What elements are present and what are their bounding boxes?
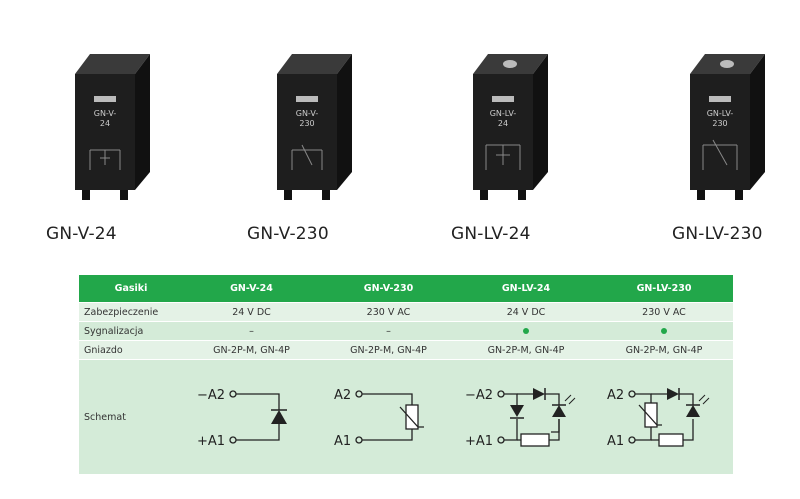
column-header: GN-LV-230 <box>595 275 733 303</box>
module-face-line-1: GN-V- <box>94 109 117 118</box>
module-face-line-1: GN-LV- <box>707 109 734 118</box>
table-cell: GN-2P-M, GN-4P <box>320 340 457 360</box>
terminal-label-top: A2 <box>607 388 624 403</box>
schematic-cell: A2 A1 <box>320 359 457 474</box>
table-cell: 230 V AC <box>320 302 457 322</box>
column-header: GN-V-24 <box>183 275 320 303</box>
table-cell <box>595 321 733 341</box>
table-row-schematic: Schemat −A2 +A1 A2 A1 <box>79 359 733 474</box>
row-label: Zabezpieczenie <box>79 302 183 322</box>
table-cell <box>457 321 595 341</box>
terminal-label-top: −A2 <box>465 388 493 403</box>
column-header: GN-V-230 <box>320 275 457 303</box>
product-name-gn-lv-230: GN-LV-230 <box>672 224 763 244</box>
led-window-icon <box>503 60 517 68</box>
terminal-label-bottom: A1 <box>334 434 351 449</box>
signal-dot-icon <box>523 327 529 334</box>
column-header: Gasiki <box>79 275 183 303</box>
schematic-cell: −A2 +A1 <box>457 359 595 474</box>
table-row: Zabezpieczenie 24 V DC 230 V AC 24 V DC … <box>79 302 733 322</box>
spec-table: Gasiki GN-V-24 GN-V-230 GN-LV-24 GN-LV-2… <box>79 275 733 474</box>
table-cell: – <box>320 321 457 341</box>
terminal-label-top: A2 <box>334 388 351 403</box>
schematic-cell: −A2 +A1 <box>183 359 320 474</box>
table-cell: 230 V AC <box>595 302 733 322</box>
table-cell: 24 V DC <box>183 302 320 322</box>
module-face-line-2: 24 <box>498 119 508 128</box>
table-cell: GN-2P-M, GN-4P <box>457 340 595 360</box>
product-image-gn-lv-230: GN-LV- 230 <box>635 40 800 200</box>
terminal-label-top: −A2 <box>197 388 225 403</box>
product-name-gn-v-230: GN-V-230 <box>247 224 329 244</box>
row-label: Gniazdo <box>79 340 183 360</box>
module-face-line-1: GN-V- <box>296 109 319 118</box>
product-image-gn-lv-24: GN-LV- 24 <box>418 40 598 200</box>
column-header: GN-LV-24 <box>457 275 595 303</box>
terminal-label-bottom: +A1 <box>197 434 225 449</box>
table-cell: – <box>183 321 320 341</box>
schematic-varistor-led-icon: A2 A1 <box>607 388 710 449</box>
module-face-line-2: 230 <box>299 119 314 128</box>
module-face-line-2: 24 <box>100 119 110 128</box>
product-name-gn-lv-24: GN-LV-24 <box>451 224 531 244</box>
led-window-icon <box>720 60 734 68</box>
terminal-label-bottom: +A1 <box>465 434 493 449</box>
schematic-varistor-icon: A2 A1 <box>334 388 424 449</box>
terminal-label-bottom: A1 <box>607 434 624 449</box>
table-cell: GN-2P-M, GN-4P <box>183 340 320 360</box>
table-cell: 24 V DC <box>457 302 595 322</box>
schematic-diode-icon: −A2 +A1 <box>197 388 287 449</box>
module-face-line-2: 230 <box>712 119 727 128</box>
row-label: Schemat <box>79 359 183 474</box>
product-image-gn-v-24: GN-V- 24 <box>20 40 200 200</box>
product-image-gn-v-230: GN-V- 230 <box>222 40 402 200</box>
schematic-diode-led-icon: −A2 +A1 <box>465 388 576 449</box>
table-cell: GN-2P-M, GN-4P <box>595 340 733 360</box>
signal-dot-icon <box>661 327 667 334</box>
table-header-row: Gasiki GN-V-24 GN-V-230 GN-LV-24 GN-LV-2… <box>79 275 733 303</box>
table-row: Gniazdo GN-2P-M, GN-4P GN-2P-M, GN-4P GN… <box>79 340 733 360</box>
row-label: Sygnalizacja <box>79 321 183 341</box>
table-row: Sygnalizacja – – <box>79 321 733 341</box>
schematic-cell: A2 A1 <box>595 359 733 474</box>
product-name-gn-v-24: GN-V-24 <box>46 224 117 244</box>
module-face-line-1: GN-LV- <box>490 109 517 118</box>
